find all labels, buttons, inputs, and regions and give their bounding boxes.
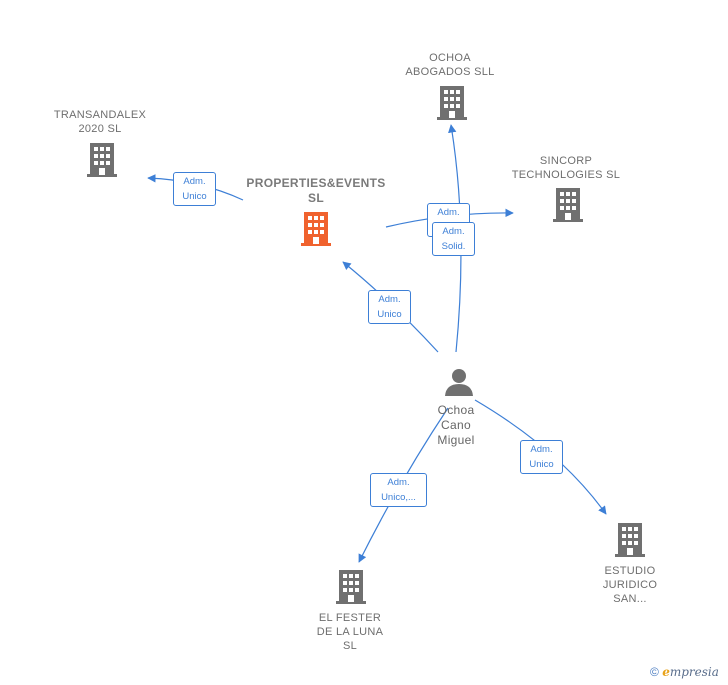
building-icon[interactable]	[437, 86, 467, 120]
node-label-sincorp[interactable]: SINCORP TECHNOLOGIES SL	[511, 155, 621, 181]
node-label-ochoa-abogados[interactable]: OCHOA ABOGADOS SLL	[405, 52, 495, 78]
edge-label-transandalex: Adm. Unico	[173, 172, 216, 206]
edge-label-properties: Adm. Unico	[368, 290, 411, 324]
node-label-person[interactable]: Ochoa Cano Miguel	[437, 403, 475, 447]
building-icon[interactable]	[553, 188, 583, 222]
copyright-icon: ©	[650, 665, 659, 679]
node-label-estudio[interactable]: ESTUDIO JURIDICO SAN...	[602, 565, 658, 605]
person-icon[interactable]	[445, 369, 473, 396]
brand-logo: empresia	[662, 665, 719, 679]
footer-brand: © empresia	[650, 665, 719, 679]
building-icon-highlighted[interactable]	[301, 212, 331, 246]
edge-label-estudio: Adm. Unico	[520, 440, 563, 474]
building-icon[interactable]	[87, 143, 117, 177]
building-icon[interactable]	[615, 523, 645, 557]
building-icon[interactable]	[336, 570, 366, 604]
node-label-properties-events[interactable]: PROPERTIES&EVENTS SL	[246, 176, 386, 205]
node-label-el-fester[interactable]: EL FESTER DE LA LUNA SL	[316, 612, 384, 652]
edge-label-ochoa-abogados: Adm. Solid.	[432, 222, 475, 256]
node-label-transandalex[interactable]: TRANSANDALEX 2020 SL	[53, 109, 147, 135]
edge-label-el-fester: Adm. Unico,...	[370, 473, 427, 507]
